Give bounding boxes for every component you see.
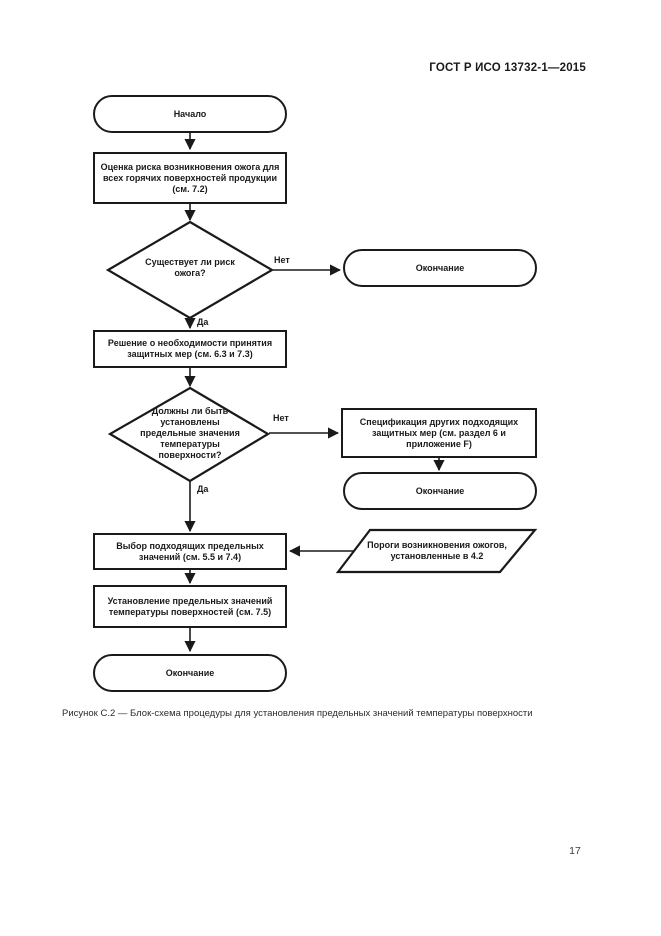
end-terminator-mid: Окончание [343,472,537,510]
select-limit-values-step: Выбор подходящих предельных значений (см… [93,533,287,570]
establish-limit-values-step: Установление предельных значений темпера… [93,585,287,628]
thresholds-parallelogram [335,528,538,574]
thresholds-input-text: Пороги возникновения ожогов, установленн… [367,540,507,561]
protective-measures-step: Решение о необходимости принятия защитны… [93,330,287,368]
limits-yes-label: Да [197,484,209,494]
risk-no-label: Нет [274,255,290,265]
standard-number-header: ГОСТ Р ИСО 13732-1—2015 [429,62,586,74]
figure-caption: Рисунок С.2 — Блок-схема процедуры для у… [62,708,533,719]
limits-decision-text: Должны ли быть установлены предельные зн… [140,406,240,460]
risk-yes-label: Да [197,317,209,327]
limits-no-label: Нет [273,413,289,423]
assess-risk-step: Оценка риска возникновения ожога для все… [93,152,287,204]
start-terminator: Начало [93,95,287,133]
page-number: 17 [569,845,581,857]
risk-decision-text: Существует ли риск ожога? [145,257,235,278]
specify-other-measures-step: Спецификация других подходящих защитных … [341,408,537,458]
end-terminator-top: Окончание [343,249,537,287]
end-terminator-bottom: Окончание [93,654,287,692]
